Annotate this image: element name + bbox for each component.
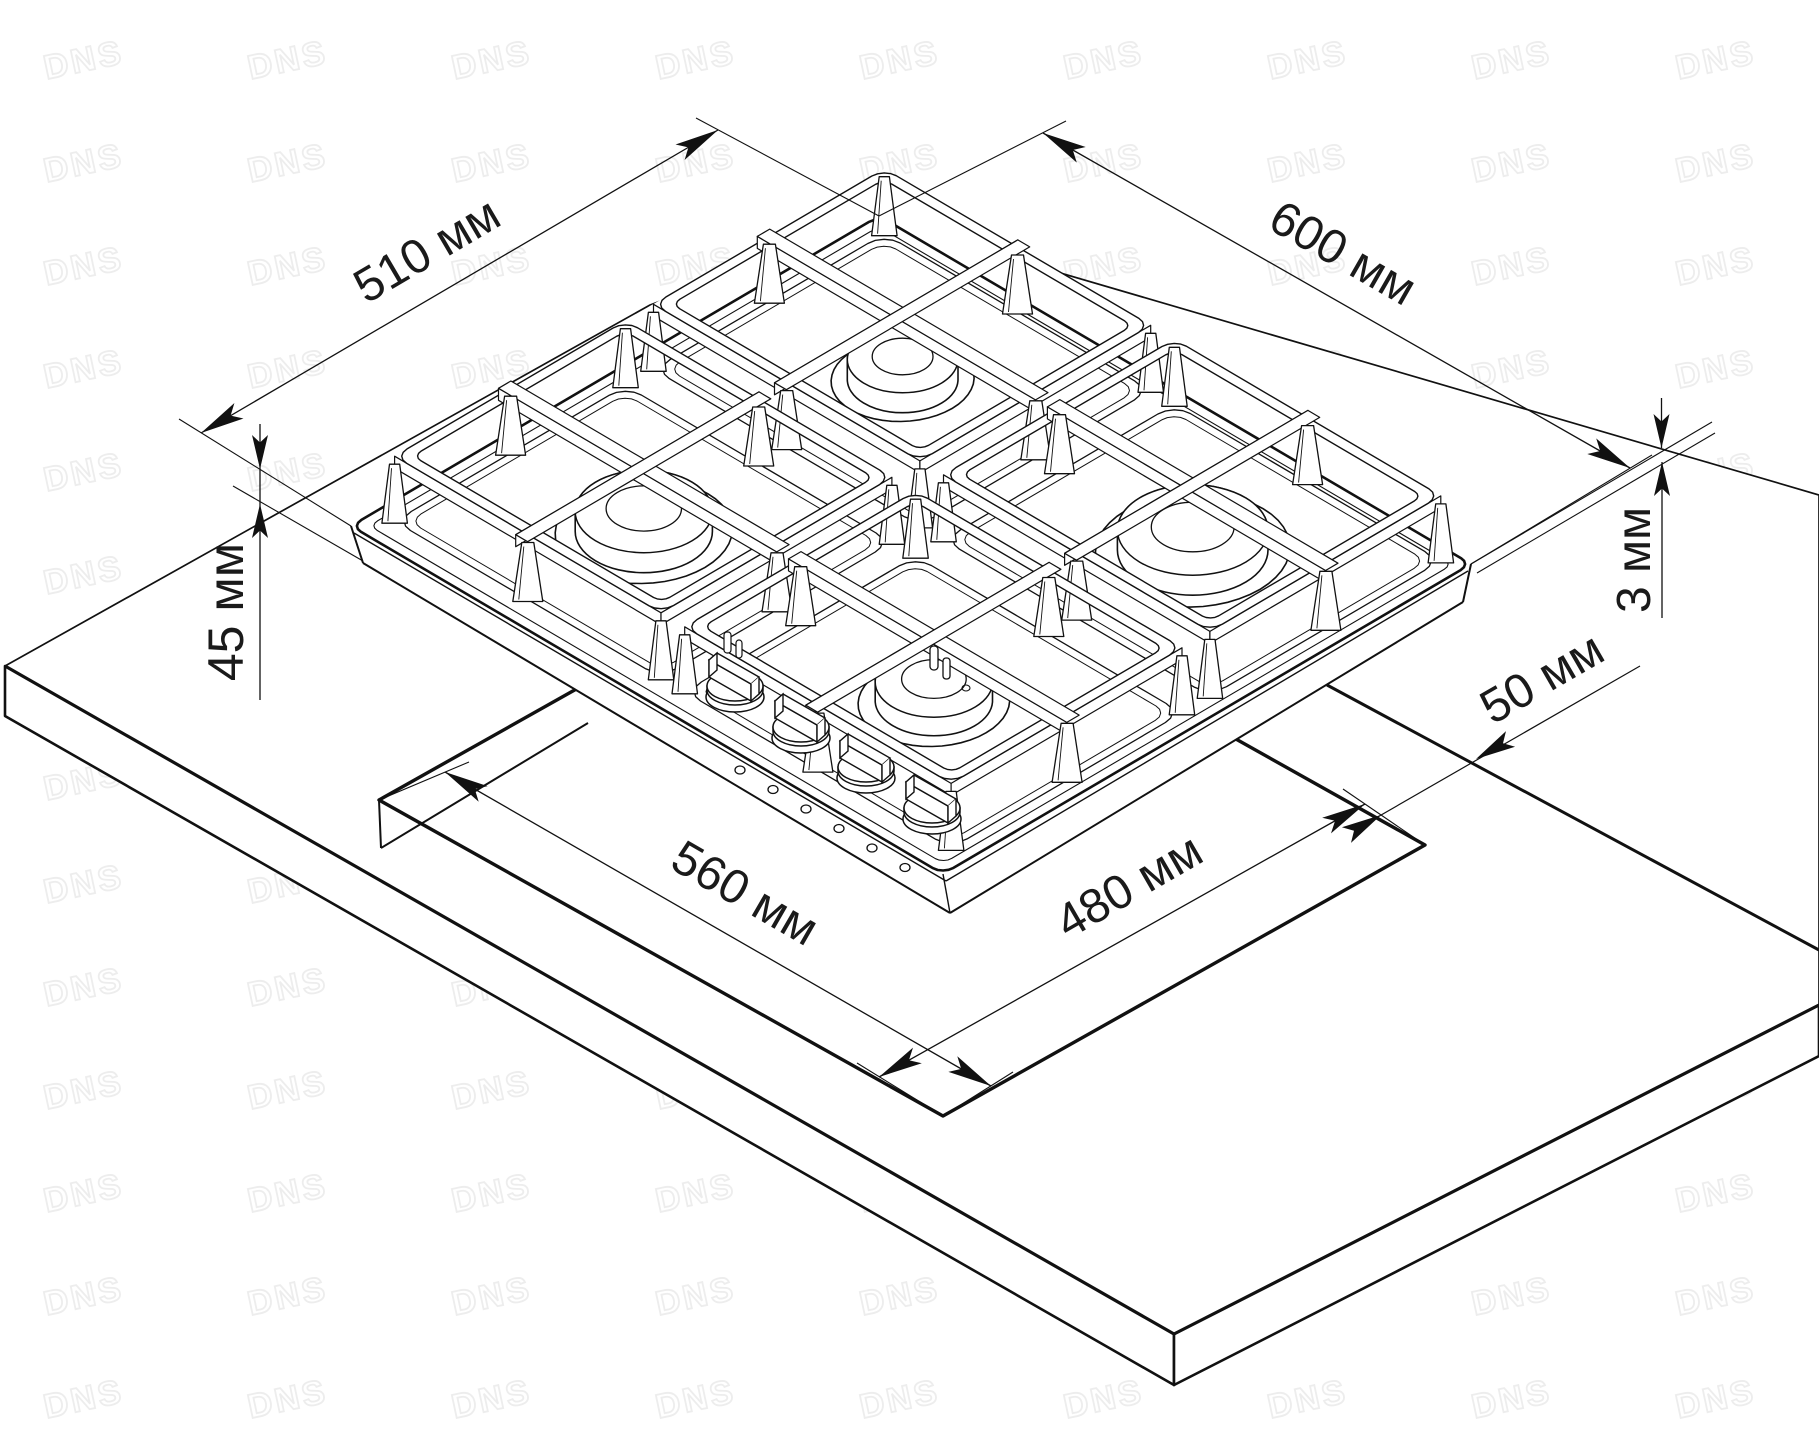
svg-text:45 мм: 45 мм [198, 543, 254, 681]
svg-text:3 мм: 3 мм [1608, 507, 1661, 613]
